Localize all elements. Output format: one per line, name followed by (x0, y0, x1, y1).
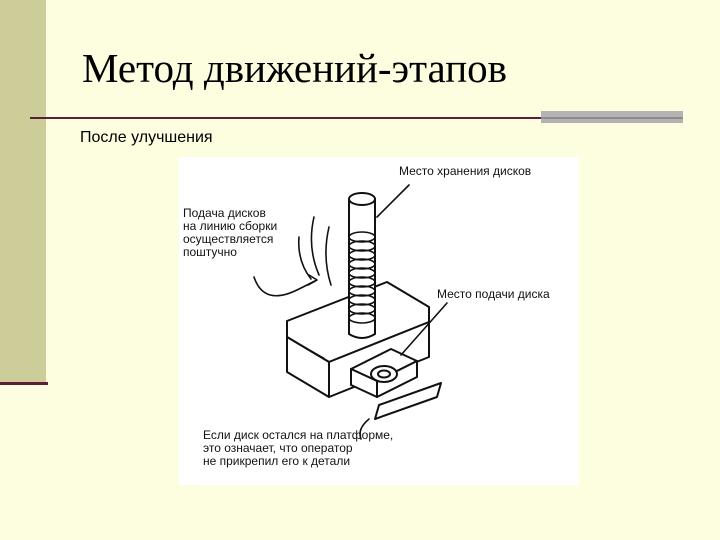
shelf (374, 382, 442, 420)
arrow-note (359, 418, 370, 440)
arrow-storage (376, 184, 410, 218)
label-storage: Место хранения дисков (399, 164, 532, 178)
arrow-supply (400, 302, 448, 356)
label-feed: Подача дисков на линию сборки осуществля… (183, 207, 277, 259)
label-supply: Место подачи диска (437, 287, 550, 301)
disk-dispenser-illustration: Место хранения дисков Подача дисков на л… (179, 157, 579, 485)
label-note: Если диск остался на платформе, это озна… (203, 429, 393, 468)
dispenser-drawing (253, 184, 448, 440)
left-decor-line (0, 382, 48, 385)
label-feed-line-3: осуществляется (183, 232, 274, 246)
label-feed-line-1: Подача дисков (183, 206, 266, 220)
label-note-line-3: не прикрепил его к детали (203, 454, 351, 468)
label-feed-line-2: на линию сборки (183, 219, 278, 233)
label-feed-line-4: поштучно (183, 245, 237, 259)
arrow-feed (253, 276, 316, 297)
label-note-line-1: Если диск остался на платформе, (203, 428, 394, 442)
title-divider-block (541, 111, 683, 123)
slide-title: Метод движений-этапов (82, 45, 508, 91)
slide-subtitle: После улучшения (80, 129, 213, 146)
left-decor-bar (0, 0, 46, 385)
disk-on-platform (370, 365, 398, 383)
label-note-line-2: это означает, что оператор (203, 441, 353, 455)
title-divider (30, 117, 542, 119)
